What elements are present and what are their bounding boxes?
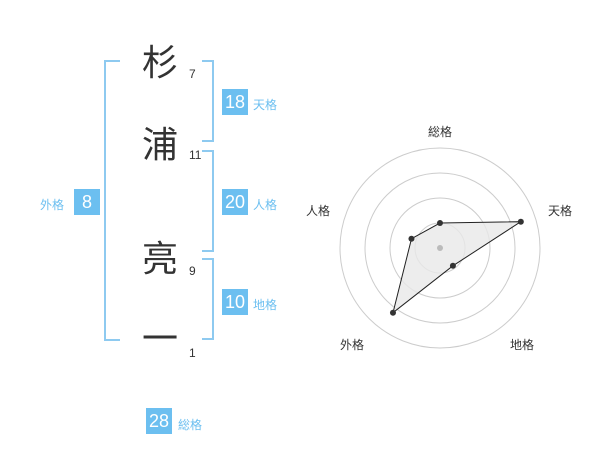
- gaikaku-label: 外格: [40, 198, 65, 212]
- chikaku-label: 地格: [253, 298, 278, 312]
- radar-ring-4: [339, 147, 541, 349]
- name-char-3: 亮: [141, 239, 178, 280]
- soukaku-label: 総格: [178, 418, 203, 432]
- radar-point-4: [408, 235, 415, 242]
- radar-axis-label-2: 地格: [510, 338, 535, 352]
- radar-point-0: [437, 220, 443, 226]
- stroke-count-4: 1: [189, 346, 196, 360]
- name-char-4: 一: [141, 319, 178, 360]
- radar-ring-3: [364, 172, 516, 324]
- radar-axis-label-4: 人格: [306, 204, 331, 218]
- jinkaku-score: 20: [222, 189, 248, 215]
- tenkaku-label: 天格: [253, 98, 278, 112]
- gaikaku-bracket: [104, 60, 120, 341]
- stroke-count-3: 9: [189, 264, 196, 278]
- radar-chart: [339, 147, 541, 349]
- radar-point-2: [449, 262, 456, 269]
- soukaku-score: 28: [146, 408, 172, 434]
- stroke-count-2: 11: [189, 148, 202, 162]
- radar-axis-label-1: 天格: [548, 204, 573, 218]
- radar-axis-label-0: 総格: [428, 125, 453, 139]
- radar-center-marker: [437, 245, 443, 251]
- jinkaku-label: 人格: [253, 198, 278, 212]
- radar-axis-label-3: 外格: [340, 338, 365, 352]
- radar-ring-2: [389, 197, 491, 299]
- chikaku-bracket: [202, 258, 214, 340]
- chikaku-score: 10: [222, 289, 248, 315]
- name-char-2: 浦: [141, 125, 178, 166]
- tenkaku-bracket: [202, 60, 214, 142]
- stroke-count-1: 7: [189, 67, 196, 81]
- radar-polygon: [392, 221, 523, 314]
- radar-point-3: [389, 309, 396, 316]
- gaikaku-score: 8: [74, 189, 100, 215]
- name-char-1: 杉: [141, 43, 178, 84]
- jinkaku-bracket: [202, 150, 214, 252]
- tenkaku-score: 18: [222, 89, 248, 115]
- radar-point-1: [517, 218, 524, 225]
